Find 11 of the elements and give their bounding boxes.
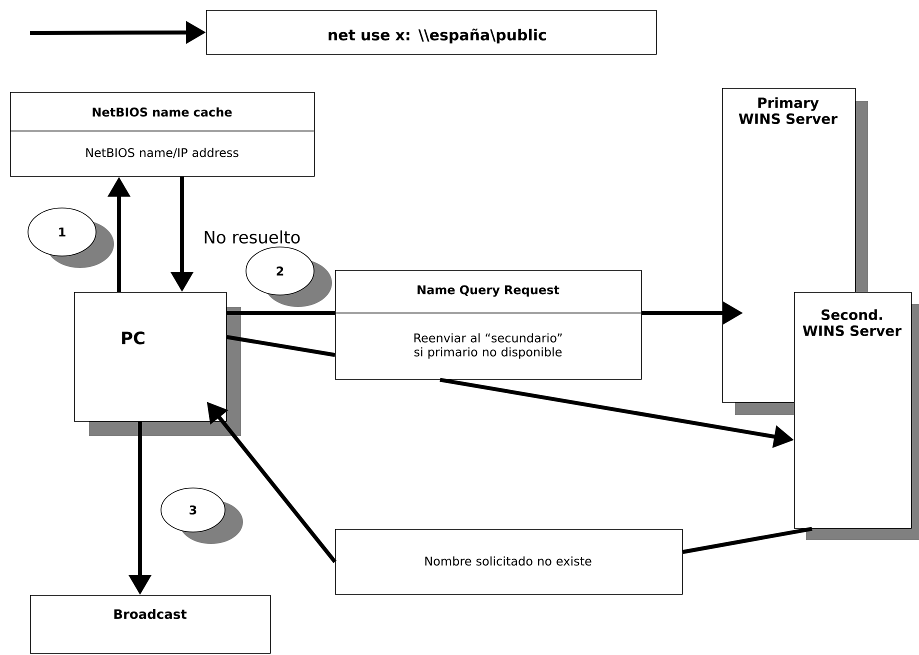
pc-box: PC xyxy=(74,292,241,436)
broadcast-box: Broadcast xyxy=(30,595,271,654)
cache-box: NetBIOS name cache NetBIOS name/IP address xyxy=(10,92,315,177)
request-box: Name Query Request Reenviar al “secundario” si primario no disponible xyxy=(334,270,642,380)
edge-label: No resuelto xyxy=(202,229,302,245)
message-box: Nombre solicitado no existe xyxy=(335,529,683,595)
command-box: net use x: \\españa\public xyxy=(206,10,657,55)
step-number: 1 xyxy=(28,208,114,268)
step-number: 2 xyxy=(246,246,332,307)
step-number: 3 xyxy=(160,488,243,544)
server-box: Second. WINS Server xyxy=(794,292,919,540)
